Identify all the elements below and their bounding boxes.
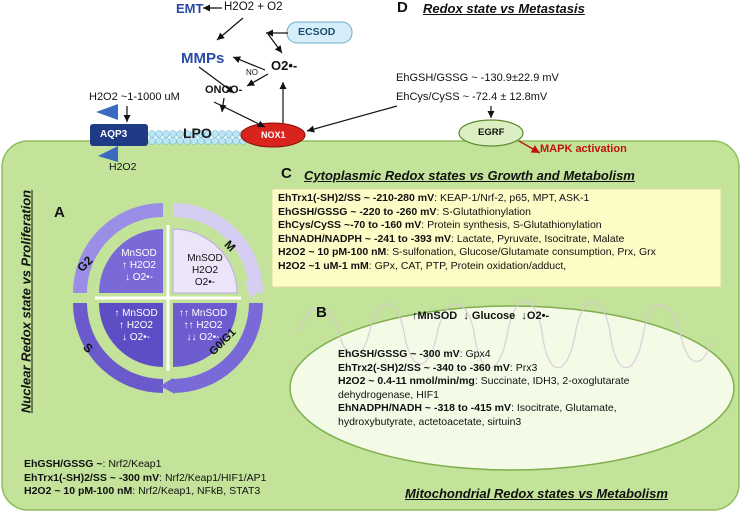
b-line-label: H2O2 ~ 0.4-11 nmol/min/mg <box>338 375 475 388</box>
c-line-text: : S-sulfonation, Glucose/Glutamate consu… <box>386 246 656 259</box>
g2-o2: ↓ O2•- <box>125 272 153 283</box>
panel-c-title: Cytoplasmic Redox states vs Growth and M… <box>304 168 635 183</box>
c-line-text: : Lactate, Pyruvate, Isocitrate, Malate <box>451 232 625 245</box>
panel-d-letter: D <box>397 0 408 16</box>
a-line-text: : Nrf2/Keap1/HIF1/AP1 <box>159 471 267 484</box>
panel-c-letter: C <box>281 165 292 182</box>
s-mnsod: ↑ MnSOD <box>114 308 158 319</box>
c-line-label: EhNADH/NADPH ~ -241 to -393 mV <box>278 232 451 245</box>
b-line-text: : Succinate, IDH3, 2-oxoglutarate <box>474 375 630 388</box>
c-line-text: : GPx, CAT, PTP, Protein oxidation/adduc… <box>368 259 567 272</box>
h2o2-inside-label: H2O2 <box>109 161 137 173</box>
onoo-label: ONOO- <box>205 84 243 96</box>
b-line-text: : Isocitrate, Glutamate, <box>511 402 617 415</box>
a-line-label: EhTrx1(-SH)2/SS ~ -300 mV <box>24 471 160 484</box>
b-line-text: : Prx3 <box>509 361 538 374</box>
g2-mnsod: MnSOD <box>121 248 157 259</box>
quadrant-g2: MnSOD ↑ H2O2 ↓ O2•- <box>114 248 164 284</box>
ecsod-label: ECSOD <box>298 26 336 38</box>
c-line-text: : S-Glutathionylation <box>436 205 531 218</box>
quadrant-s: ↑ MnSOD ↑ H2O2 ↓ O2•- <box>108 308 164 344</box>
a-line-text: : Nrf2/Keap1 <box>102 458 162 470</box>
mito-cristae <box>299 301 713 369</box>
m-mnsod: MnSOD <box>187 253 223 264</box>
g0g1-o2: ↓↓ O2•- <box>186 332 220 343</box>
b-line-label: EhTrx2(-SH)2/SS ~ -340 to -360 mV <box>338 361 510 374</box>
panel-a-side-title: Nuclear Redox state vs Proliferation <box>18 189 34 414</box>
arrows <box>123 4 495 133</box>
c-line-label: EhCys/CySS ~-70 to -160 mV <box>278 219 422 232</box>
c-line-label: H2O2 ~ 10 pM-100 nM <box>278 246 387 259</box>
m-h2o2: H2O2 <box>191 265 219 276</box>
c-line-label: EhTrx1(-SH)2/SS ~ -210-280 mV <box>278 192 435 204</box>
b-line-label: EhNADPH/NADH ~ -318 to -415 mV <box>338 402 511 415</box>
egrf-label: EGRF <box>478 127 505 138</box>
b-line-text: dehydrogenase, HIF1 <box>338 388 439 401</box>
panel-b-letter: B <box>316 304 327 321</box>
g0g1-mnsod: ↑↑ MnSOD <box>178 308 228 319</box>
panel-a-lines: EhGSH/GSSG ~: Nrf2/Keap1 EhTrx1(-SH)2/SS… <box>24 458 267 499</box>
egrf-oval <box>458 119 524 147</box>
no-label: NO <box>246 68 258 77</box>
superoxide-label: O2•- <box>271 58 298 73</box>
cell-cycle-wheel <box>73 203 263 394</box>
s-o2: ↓ O2•- <box>122 332 150 343</box>
a-line-text: : Nrf2/Keap1, NFkB, STAT3 <box>132 485 261 498</box>
m-o2: O2•- <box>194 277 216 288</box>
mmps-label: MMPs <box>181 50 225 67</box>
a-line-label: EhGSH/GSSG ~ <box>24 458 103 470</box>
nox1-oval <box>240 122 306 148</box>
nox1-label: NOX1 <box>261 130 286 140</box>
panel-b-title: Mitochondrial Redox states vs Metabolism <box>405 486 668 501</box>
panel-c-box <box>271 188 722 288</box>
gsh-eh-label: EhGSH/GSSG ~ -130.9±22.9 mV <box>396 72 559 84</box>
b-line-text: : Gpx4 <box>459 348 491 360</box>
panel-c-lines: EhTrx1(-SH)2/SS ~ -210-280 mV: KEAP-1/Nr… <box>278 192 656 274</box>
membrane-lipids <box>148 130 247 145</box>
mapk-label: MAPK activation <box>540 143 627 155</box>
panel-d-title: Redox state vs Metastasis <box>423 1 585 16</box>
h2o2-range-label: H2O2 ~1-1000 uM <box>89 91 180 103</box>
g2-h2o2: ↑ H2O2 <box>122 260 156 271</box>
lpo-label: LPO <box>183 125 212 141</box>
panel-b-lines: EhGSH/GSSG ~ -300 mV: Gpx4 EhTrx2(-SH)2/… <box>338 348 630 430</box>
panel-a-letter: A <box>54 204 65 221</box>
c-line-text: : Protein synthesis, S-Glutathionylation <box>421 219 602 232</box>
a-line-label: H2O2 ~ 10 pM-100 nM <box>24 485 133 498</box>
mitochondrion <box>289 305 735 471</box>
h2o2-o2-label: H2O2 + O2 <box>224 1 283 13</box>
s-h2o2: ↑ H2O2 <box>119 320 153 331</box>
cys-eh-label: EhCys/CySS ~ -72.4 ± 12.8mV <box>396 91 548 103</box>
emt-label: EMT <box>176 1 204 16</box>
quadrant-m: MnSOD H2O2 O2•- <box>178 253 232 289</box>
b-line-text: hydroxybutyrate, actetoacetate, sirtuin3 <box>338 415 522 428</box>
c-line-label: H2O2 ~1 uM-1 mM <box>278 259 369 272</box>
aqp3-label: AQP3 <box>100 129 128 140</box>
c-line-label: EhGSH/GSSG ~ -220 to -260 mV <box>278 205 437 218</box>
aqp3-channel <box>90 104 148 162</box>
g0g1-h2o2: ↑↑ H2O2 <box>183 320 223 331</box>
panel-b-header: ↑MnSOD ↓ Glucose ↓O2•- <box>412 310 550 322</box>
c-line-text: : KEAP-1/Nrf-2, p65, MPT, ASK-1 <box>434 192 590 204</box>
b-line-label: EhGSH/GSSG ~ -300 mV <box>338 348 460 360</box>
quadrant-g0g1: ↑↑ MnSOD ↑↑ H2O2 ↓↓ O2•- <box>174 308 232 344</box>
